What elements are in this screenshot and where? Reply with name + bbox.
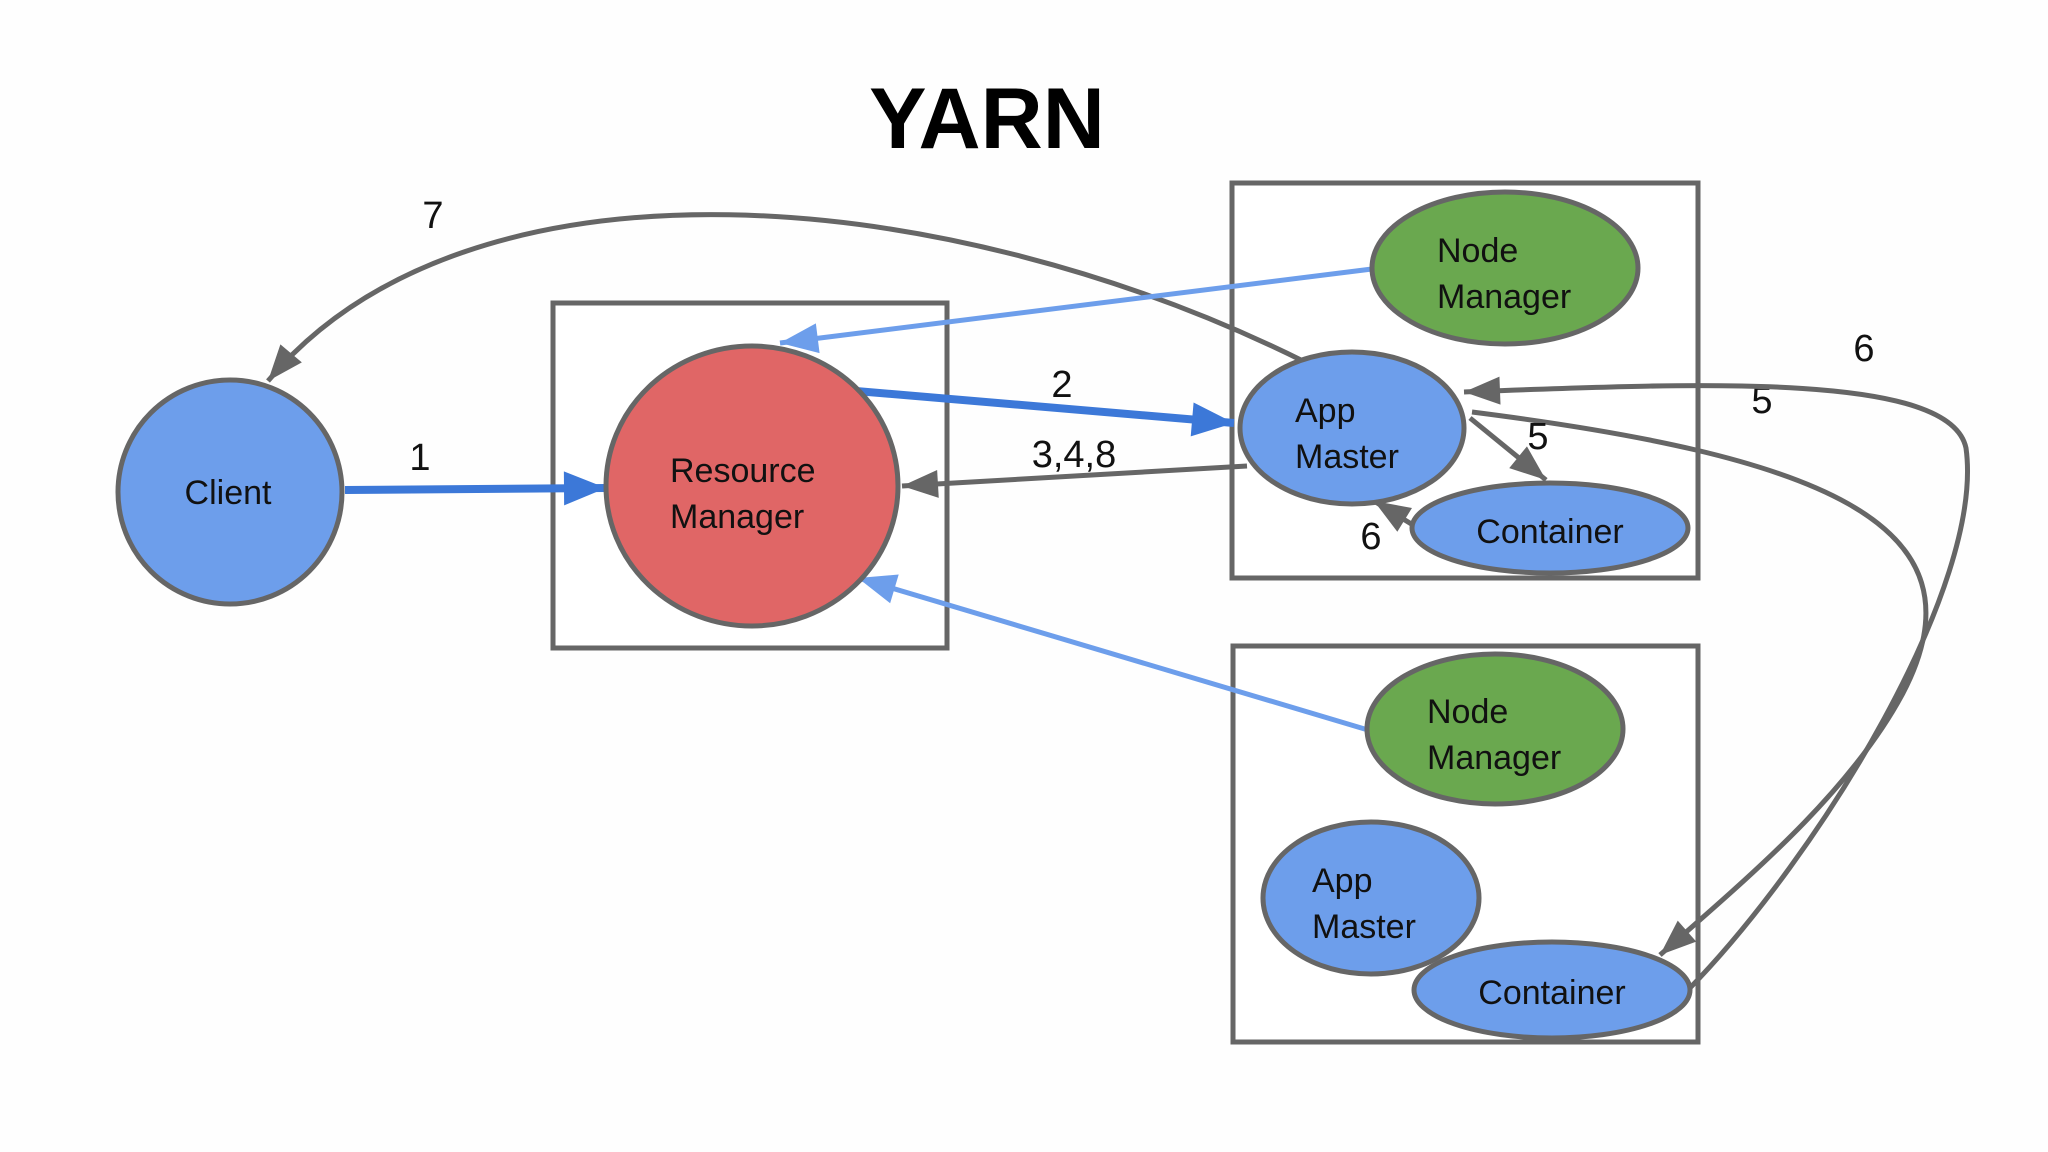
resource-manager-label-line1: Resource [670,452,816,490]
edge-nodemanager1-to-rm [779,266,1373,354]
node1-node-manager-label-line1: Node [1437,232,1518,270]
edge-container2-to-appmaster [1463,376,1970,992]
node1-app-master-label-line2: Master [1295,438,1399,476]
edge-label-348: 3,4,8 [1032,434,1117,476]
edge-label-6: 6 [1360,516,1381,558]
edge-label-5-right: 5 [1751,380,1772,422]
edge-appmaster-to-rm [901,463,1248,498]
node1-container [1409,480,1691,576]
node2-node-manager-label-line2: Manager [1427,739,1561,777]
node2-app-master-label-line1: App [1312,862,1373,900]
node2-container-label: Container [1478,974,1625,1012]
diagram-title: YARN [869,71,1105,167]
edge-label-5: 5 [1527,416,1548,458]
edge-label-6-right: 6 [1853,328,1874,370]
node2-node-manager-label-line1: Node [1427,693,1508,731]
node1-container-label: Container [1476,513,1623,551]
edge-label-7: 7 [422,195,443,237]
client-label: Client [185,474,272,512]
node2-node-manager [1364,651,1626,807]
node1-app-master-label-line1: App [1295,392,1356,430]
node1-node-manager-label-line2: Manager [1437,278,1571,316]
node1-node-manager [1369,189,1641,347]
node1-app-master [1237,349,1467,507]
edge-rm-to-appmaster [855,387,1235,437]
edge-client-to-rm [344,471,607,506]
edge-label-2: 2 [1051,364,1072,406]
node2-container [1411,939,1693,1041]
client-node [115,377,345,607]
edge-container1-to-appmaster [1372,498,1415,532]
node2-app-master-label-line2: Master [1312,908,1416,946]
edge-appmaster-to-container1 [1468,416,1548,482]
node2-app-master [1260,819,1482,977]
resource-manager-node [603,343,901,629]
edge-label-1: 1 [409,437,430,479]
resource-manager-label-line2: Manager [670,498,804,536]
edge-nodemanager2-to-rm [857,574,1369,733]
edge-appmaster-to-client [266,212,1307,383]
